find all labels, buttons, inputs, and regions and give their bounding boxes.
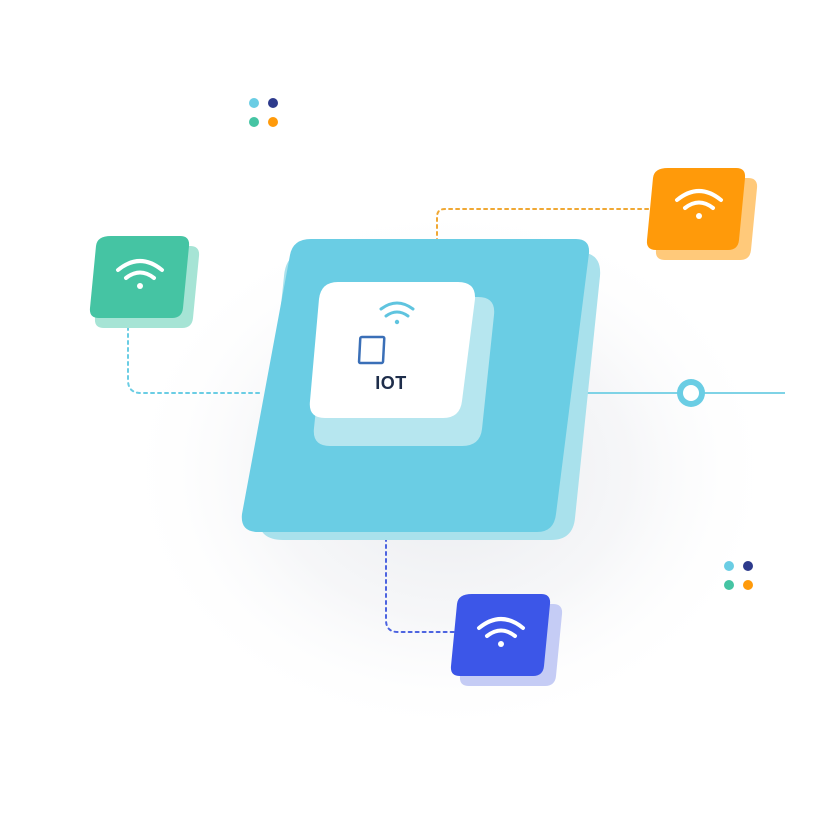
wifi-icon [116,259,164,289]
connector-node-ring [677,379,705,407]
iot-label: IOT [375,373,407,393]
green-node [89,236,200,328]
dot-cluster-right [724,561,753,590]
phone-outline-icon [357,335,386,365]
orange-node [646,168,758,260]
device-wifi-icon [379,301,415,325]
connector-orange [436,208,656,243]
dot-cluster-top [249,98,278,127]
blue-node [450,594,563,686]
wifi-icon [675,189,723,219]
iot-device: IOT [309,282,495,446]
connector-blue [385,537,459,633]
connector-green [127,319,263,394]
wifi-icon [477,617,525,647]
